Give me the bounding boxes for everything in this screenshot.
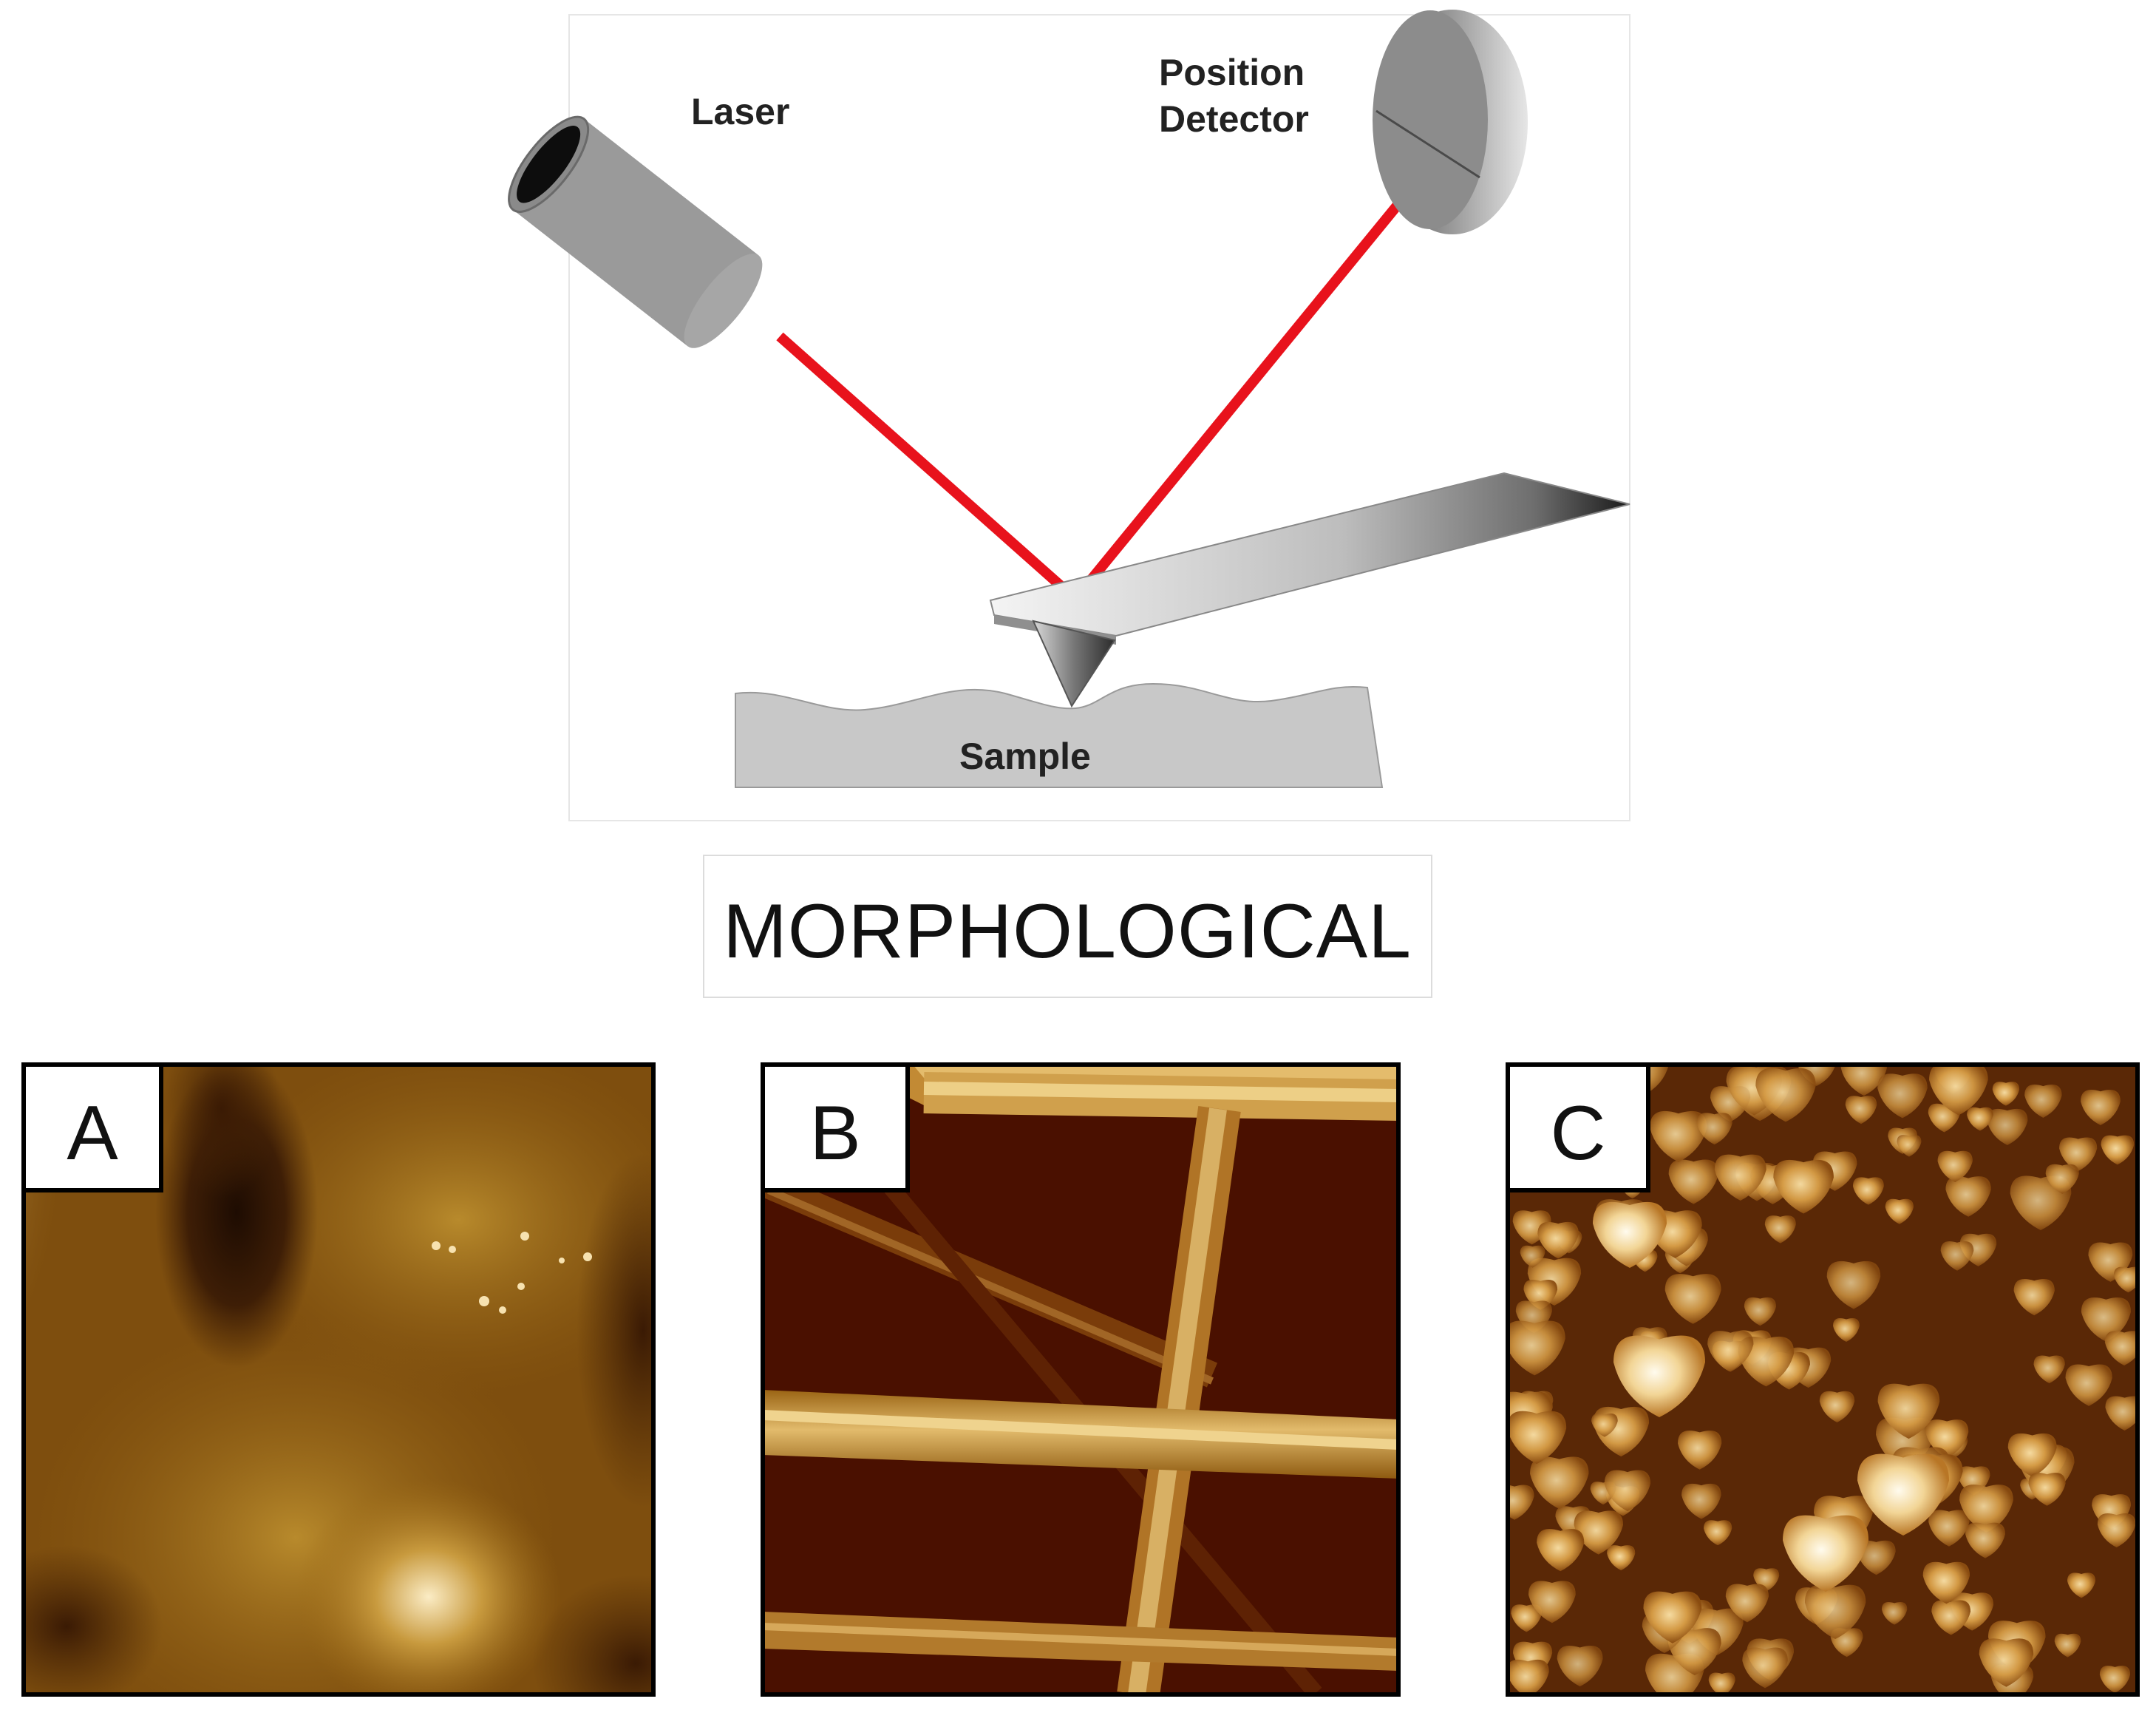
panel-b: B xyxy=(761,1062,1401,1697)
cantilever-icon xyxy=(989,472,1630,708)
detector-label-line1: Position xyxy=(1159,52,1305,93)
detector-label-line2: Detector xyxy=(1159,98,1309,140)
position-detector-icon xyxy=(1373,10,1528,234)
page-title: MORPHOLOGICAL xyxy=(723,889,1412,974)
panel-b-label: B xyxy=(809,1090,860,1176)
sample-block xyxy=(735,682,1384,788)
panel-c: C xyxy=(1506,1062,2140,1697)
panel-c-label: C xyxy=(1550,1090,1605,1176)
laser-label: Laser xyxy=(691,91,789,132)
laser-icon xyxy=(508,115,763,348)
afm-tip-icon xyxy=(1032,620,1116,708)
particle-dots xyxy=(432,1232,592,1314)
title-box: MORPHOLOGICAL xyxy=(703,855,1432,998)
sample-label: Sample xyxy=(959,736,1091,777)
afm-schematic: Laser Position Detector Sample xyxy=(508,10,1630,821)
panel-a: A xyxy=(21,1062,656,1697)
panel-a-label: A xyxy=(67,1090,118,1176)
